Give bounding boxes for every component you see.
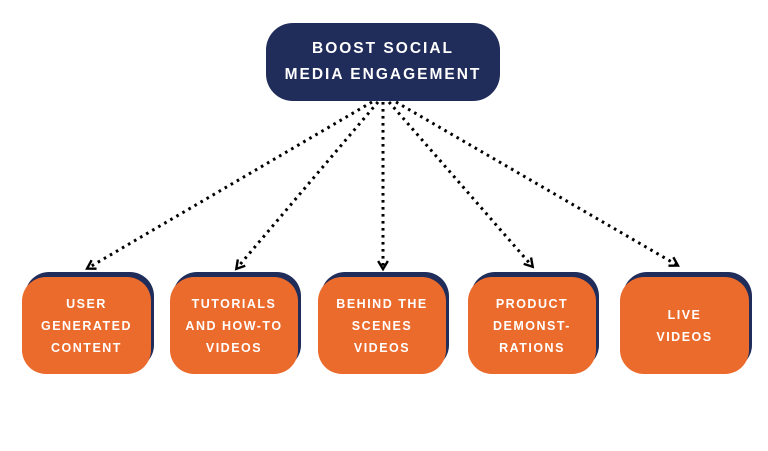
node-label: BEHIND THE SCENES VIDEOS [336,296,428,355]
node-user-generated-content: USER GENERATED CONTENT [22,272,154,374]
root-node-label: BOOST SOCIAL MEDIA ENGAGEMENT [284,40,482,83]
node-tutorials-and-how-to-videos: TUTORIALS AND HOW-TO VIDEOS [170,272,301,374]
node-label: TUTORIALS AND HOW-TO VIDEOS [185,296,283,355]
arrow-to-node-2 [234,101,380,271]
node-face: USER GENERATED CONTENT [22,277,151,374]
node-label: PRODUCT DEMONST- RATIONS [493,296,571,355]
node-face: LIVE VIDEOS [620,277,749,374]
node-live-videos: LIVE VIDEOS [620,272,752,374]
node-face: BEHIND THE SCENES VIDEOS [318,277,446,374]
node-face: TUTORIALS AND HOW-TO VIDEOS [170,277,298,374]
node-behind-the-scenes-videos: BEHIND THE SCENES VIDEOS [318,272,449,374]
node-label: USER GENERATED CONTENT [40,296,133,355]
node-face: PRODUCT DEMONST- RATIONS [468,277,596,374]
root-node: BOOST SOCIAL MEDIA ENGAGEMENT [266,23,500,101]
arrow-to-node-5 [395,100,680,267]
arrow-to-node-4 [387,101,535,269]
node-label: LIVE VIDEOS [656,307,713,344]
node-product-demonstrations: PRODUCT DEMONST- RATIONS [468,272,599,374]
arrow-to-node-1 [85,100,373,270]
